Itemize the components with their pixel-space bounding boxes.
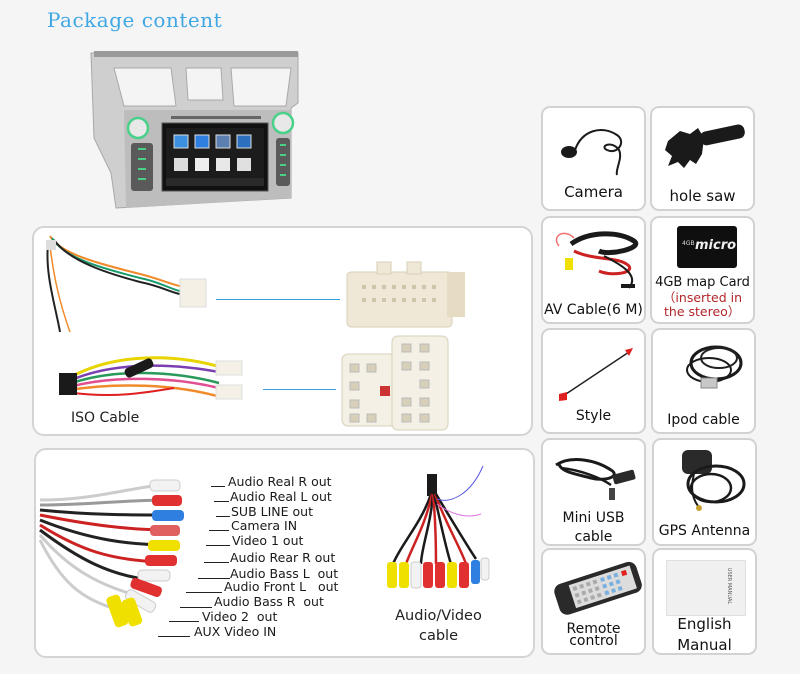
- accessory-tile-av-cable: AV Cable(6 M): [541, 216, 646, 324]
- connector-label-video-2-out: Video 2 out: [202, 609, 278, 624]
- page-title: Package content: [47, 8, 223, 32]
- iso-cable-label: ISO Cable: [71, 410, 140, 426]
- user-manual-image: USER MANUAL: [666, 560, 746, 616]
- accessory-label: Remote: [566, 621, 621, 637]
- accessory-tile-mini-usb-cable: Mini USB cable: [541, 438, 646, 546]
- leader-line: [214, 501, 229, 502]
- av-cable-label-line1: Audio/Video: [395, 608, 482, 624]
- connector-label-sub-line-out: SUB LINE out: [231, 504, 313, 519]
- connector-label-audio-bass-r-out: Audio Bass R out: [214, 594, 324, 609]
- ipod-cable-image: [686, 345, 743, 389]
- card-brand-text: micro: [695, 238, 737, 253]
- accessory-label: Camera: [564, 183, 623, 201]
- mini-usb-cable-image: [555, 458, 636, 500]
- connector-label-audio-rear-r-out: Audio Rear R out: [230, 550, 336, 565]
- accessory-tile-hole-saw: hole saw: [650, 106, 755, 211]
- accessory-tile-style: Style: [541, 328, 646, 434]
- connector-label-aux-video-in: AUX Video IN: [194, 624, 277, 639]
- accessory-label: control: [569, 633, 618, 649]
- leader-line: [198, 578, 230, 579]
- remote-control-image: [554, 561, 642, 615]
- connector-label-audio-real-l-out: Audio Real L out: [230, 489, 332, 504]
- connector-label-camera-in: Camera IN: [231, 518, 298, 533]
- connector-line: [216, 299, 340, 300]
- connector-label-audio-front-l-out: Audio Front L out: [224, 579, 339, 594]
- iso-connector-bottom-image: [341, 335, 449, 431]
- av-cable-panel: Audio Real R out Audio Real L out SUB LI…: [34, 448, 535, 658]
- accessory-label: cable: [574, 529, 613, 545]
- head-unit-image: [86, 48, 301, 213]
- accessory-label: Manual: [677, 636, 732, 654]
- accessory-label: Ipod cable: [667, 412, 740, 428]
- accessory-label: Mini USB: [562, 510, 625, 526]
- manual-cover-text: USER MANUAL: [726, 567, 733, 605]
- accessory-tile-english-manual: USER MANUAL English Manual: [652, 548, 757, 655]
- leader-line: [209, 530, 229, 531]
- accessory-label: hole saw: [669, 187, 736, 205]
- connector-label-video-1-out: Video 1 out: [232, 533, 304, 548]
- connector-line: [263, 389, 336, 390]
- accessory-label: GPS Antenna: [658, 523, 751, 539]
- rca-cable-image: [38, 479, 184, 628]
- connector-label-audio-bass-l-out: Audio Bass L out: [230, 566, 339, 581]
- iso-harness-bottom-image: [59, 356, 243, 400]
- accessory-note: the stereo）: [664, 304, 741, 319]
- leader-line: [158, 636, 190, 637]
- accessory-label: AV Cable(6 M): [544, 302, 643, 318]
- av-cable-label-line2: cable: [418, 628, 458, 644]
- leader-line: [180, 607, 212, 608]
- accessory-label: Style: [575, 408, 612, 424]
- accessory-tile-gps-antenna: GPS Antenna: [652, 438, 757, 546]
- gps-antenna-image: [682, 450, 746, 511]
- hole-saw-image: [665, 124, 745, 168]
- accessory-label: English: [677, 615, 732, 633]
- accessory-tile-map-card: 4GB micro 4GB map Card （inserted in the …: [650, 216, 755, 324]
- accessory-tile-camera: Camera: [541, 106, 646, 211]
- accessory-tile-ipod-cable: Ipod cable: [651, 328, 756, 434]
- leader-line: [169, 621, 199, 622]
- av-cable-6m-image: [555, 231, 639, 289]
- iso-harness-top-image: [46, 235, 207, 333]
- leader-line: [211, 486, 225, 487]
- accessory-tile-remote-control: Remote control: [541, 548, 646, 655]
- connector-label-audio-real-r-out: Audio Real R out: [228, 474, 332, 489]
- accessory-note: （inserted in: [662, 290, 743, 305]
- camera-image: [561, 129, 623, 176]
- av-cable-bundle-image: [387, 465, 490, 589]
- microsd-card-image: 4GB micro: [677, 226, 737, 268]
- accessory-label: 4GB map Card: [655, 275, 750, 290]
- leader-line: [186, 592, 222, 593]
- iso-connector-top-image: [346, 261, 465, 328]
- leader-line: [204, 562, 229, 563]
- card-size-text: 4GB: [682, 240, 695, 247]
- stylus-image: [559, 348, 633, 401]
- leader-line: [216, 516, 230, 517]
- iso-cable-panel: ISO Cable: [32, 226, 533, 436]
- leader-line: [206, 545, 230, 546]
